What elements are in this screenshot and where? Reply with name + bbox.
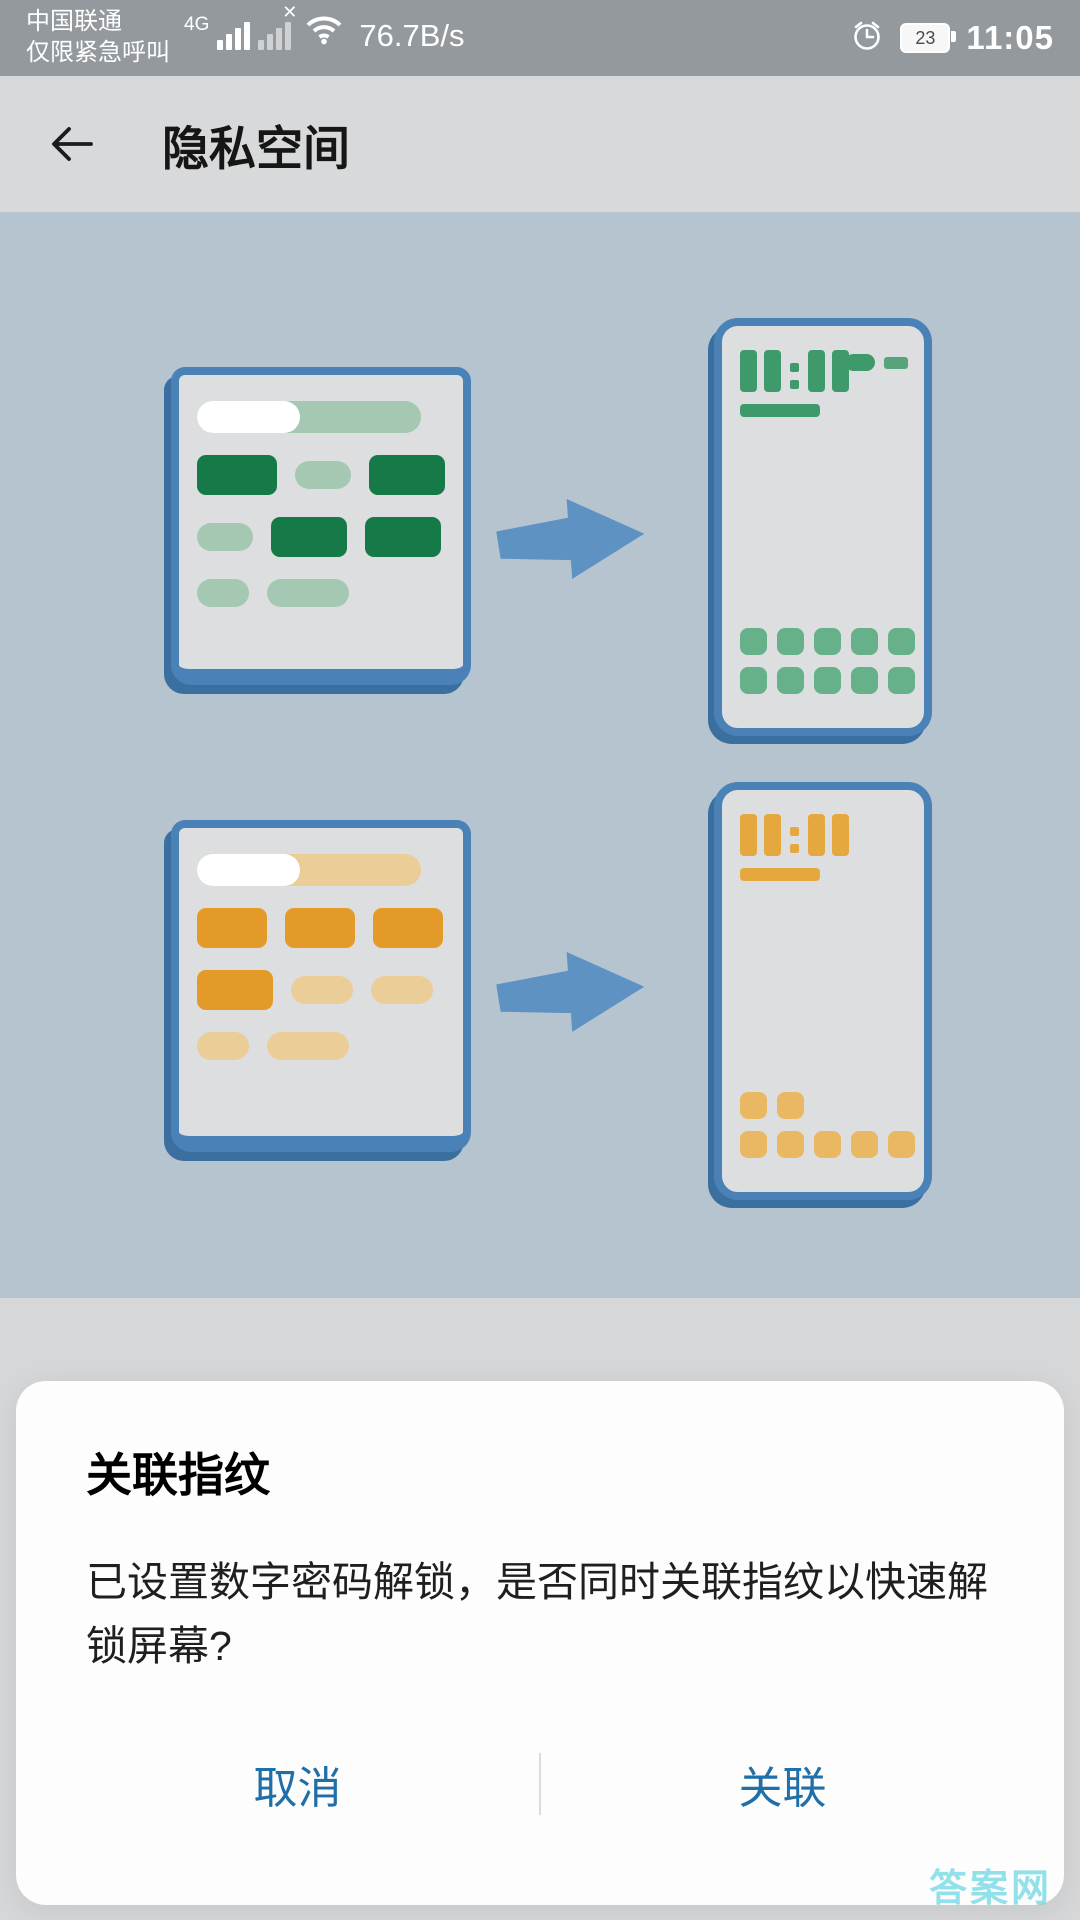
skeleton-block: [197, 970, 273, 1010]
button-divider: [539, 1753, 541, 1815]
back-button[interactable]: [48, 120, 104, 168]
status-mini-icons: [845, 354, 908, 371]
skeleton-block: [197, 908, 267, 948]
signal-bars-icon: [217, 22, 251, 50]
clock-widget: [740, 814, 906, 856]
no-service-x-icon: ✕: [282, 2, 298, 22]
network-speed: 76.7B/s: [359, 18, 465, 53]
transition-arrow-icon: [496, 952, 645, 1032]
confirm-button[interactable]: 关联: [738, 1764, 827, 1813]
weather-icon: [845, 354, 875, 371]
clock-widget: [740, 350, 906, 392]
flag-icon: [884, 356, 908, 369]
battery-icon: 23: [900, 23, 957, 53]
skeleton-pill: [267, 1032, 349, 1060]
skeleton-block: [285, 908, 355, 948]
privacy-space-phone-skeleton: [171, 820, 471, 1152]
signal-cluster: 4G ✕ 76.7B/s: [184, 2, 465, 62]
skeleton-search-bar: [197, 401, 421, 433]
dialog-buttons: 取消 关联: [56, 1729, 1024, 1839]
skeleton-search-bar: [197, 854, 421, 886]
back-arrow-icon: [52, 127, 93, 161]
skeleton-block: [197, 455, 277, 495]
status-bar: 中国联通 仅限紧急呼叫 4G ✕ 76.7B/s: [0, 0, 1080, 76]
battery-level: 23: [915, 27, 936, 48]
fingerprint-dialog: 关联指纹 已设置数字密码解锁，是否同时关联指纹以快速解锁屏幕? 取消 关联: [16, 1381, 1064, 1905]
skeleton-block: [271, 517, 347, 557]
widget-underline: [740, 868, 820, 881]
main-space-phone-skeleton: [171, 367, 471, 685]
skeleton-block: [365, 517, 441, 557]
emergency-only-text: 仅限紧急呼叫: [26, 39, 170, 66]
signal-bars-sim2-icon: ✕: [258, 2, 297, 50]
alarm-icon: [850, 19, 884, 58]
app-header: 隐私空间: [0, 76, 1080, 212]
main-space-homescreen: [714, 318, 932, 736]
app-grid: [740, 1092, 915, 1158]
skeleton-block: [373, 908, 443, 948]
carrier-text: 中国联通 仅限紧急呼叫: [26, 7, 170, 68]
skeleton-block: [369, 455, 445, 495]
widget-underline: [740, 404, 820, 417]
privacy-space-illustration: [0, 212, 1080, 1298]
skeleton-pill: [371, 976, 433, 1004]
skeleton-pill: [291, 976, 353, 1004]
wifi-icon: [305, 15, 343, 50]
dialog-title: 关联指纹: [86, 1449, 270, 1501]
skeleton-pill: [197, 1032, 249, 1060]
page-title: 隐私空间: [162, 121, 350, 175]
transition-arrow-icon: [496, 499, 645, 579]
skeleton-pill: [197, 523, 253, 551]
skeleton-pill: [267, 579, 349, 607]
privacy-space-homescreen: [714, 782, 932, 1200]
status-bar-right: 23 11:05: [850, 19, 1054, 58]
skeleton-pill: [295, 461, 351, 489]
dialog-message: 已设置数字密码解锁，是否同时关联指纹以快速解锁屏幕?: [86, 1559, 988, 1669]
app-grid: [740, 628, 915, 694]
cancel-button[interactable]: 取消: [253, 1764, 342, 1813]
carrier-name: 中国联通: [26, 8, 122, 36]
network-type-label: 4G: [184, 14, 210, 35]
clock-time: 11:05: [966, 19, 1054, 56]
skeleton-pill: [197, 579, 249, 607]
